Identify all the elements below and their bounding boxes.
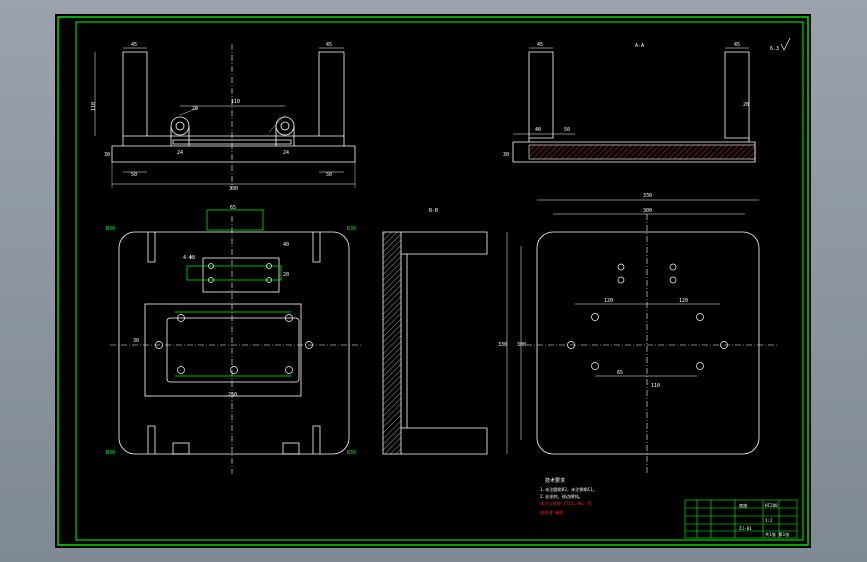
dim-bplan-110: 110	[651, 383, 660, 389]
dim-plan-top: 65	[230, 205, 236, 211]
plan-holes	[155, 263, 313, 374]
title-drawing-no: ZJ-01	[739, 526, 752, 531]
dim-bplan-right-120: 120	[679, 298, 688, 304]
dim-section-inner-b: 50	[564, 127, 570, 133]
drawing-canvas: 45 45 110 110 24 24 20 30 50 50 330	[57, 16, 809, 546]
dim-section-inner-a: 40	[535, 127, 541, 133]
dim-plan-right: 40	[283, 242, 289, 248]
title-material: HT200	[765, 503, 778, 508]
dim-front-hole-right: 24	[283, 150, 289, 156]
outer-border	[57, 16, 809, 546]
title-sheet: 共1张 第1张	[765, 531, 790, 538]
dim-front-base-left: 50	[131, 172, 137, 178]
drawing-sheet: 45 45 110 110 24 24 20 30 50 50 330	[55, 14, 811, 548]
notes-line-4: 热处理 调质	[540, 509, 563, 516]
notes-line-1: 1.未注圆角R2，未注倒角C1。	[540, 486, 597, 493]
notes-heading: 技术要求	[545, 477, 565, 484]
bottom-plan-holes	[567, 263, 728, 370]
section-hatch-a	[528, 144, 756, 160]
dim-front-base-right: 50	[326, 172, 332, 178]
title-part-name: 底座	[739, 502, 747, 509]
dim-front-side: 30	[104, 152, 110, 158]
title-block	[684, 499, 798, 539]
section-hatch-b	[383, 232, 401, 454]
dim-front-height: 110	[91, 102, 97, 111]
title-scale: 1:2	[765, 518, 773, 523]
dim-bplan-outer: 330	[643, 193, 652, 199]
dim-front-total: 330	[229, 186, 238, 192]
front-view	[94, 44, 356, 189]
dim-bplan-inner: 300	[643, 208, 652, 214]
dim-front-inner-span: 110	[231, 99, 240, 105]
plan-view	[110, 216, 361, 474]
dim-front-right-width: 45	[326, 42, 332, 48]
section-b-label: B-B	[429, 208, 438, 214]
fillet-tl: R30	[106, 226, 115, 232]
dim-front-hole-left: 24	[177, 150, 183, 156]
dim-section-left: 45	[537, 42, 543, 48]
dim-bplan-height-outer: 330	[498, 342, 507, 348]
fillet-br: R30	[347, 450, 356, 456]
dim-front-left-width: 45	[131, 42, 137, 48]
section-view-a	[512, 47, 756, 163]
dim-section-right: 45	[734, 42, 740, 48]
notes-line-2: 2.去毛刺，锐边倒钝。	[540, 493, 583, 500]
bottom-plan-view	[506, 199, 777, 474]
dim-plan-small: 20	[283, 272, 289, 278]
dim-bplan-left-120: 120	[604, 298, 613, 304]
dim-bplan-65: 65	[617, 370, 623, 376]
dim-plan-side: 30	[133, 338, 139, 344]
dim-section-side: 20	[743, 102, 749, 108]
inner-border	[75, 21, 804, 541]
fillet-bl: R30	[106, 450, 115, 456]
roughness-mark: 6.3	[770, 46, 779, 52]
fillet-tr: R30	[347, 226, 356, 232]
dim-bplan-height-inner: 300	[517, 342, 526, 348]
section-a-label: A-A	[635, 43, 644, 49]
plan-features	[175, 209, 291, 377]
dim-section-base: 30	[503, 152, 509, 158]
dim-front-slot: 20	[192, 106, 198, 112]
notes-line-3: 未注公差按 IT12，H8，f7	[540, 500, 592, 507]
plan-hole-label: 4-Φ8	[183, 255, 195, 261]
dim-plan-bottom: 250	[228, 392, 237, 398]
roughness-symbol-icon	[780, 37, 791, 51]
